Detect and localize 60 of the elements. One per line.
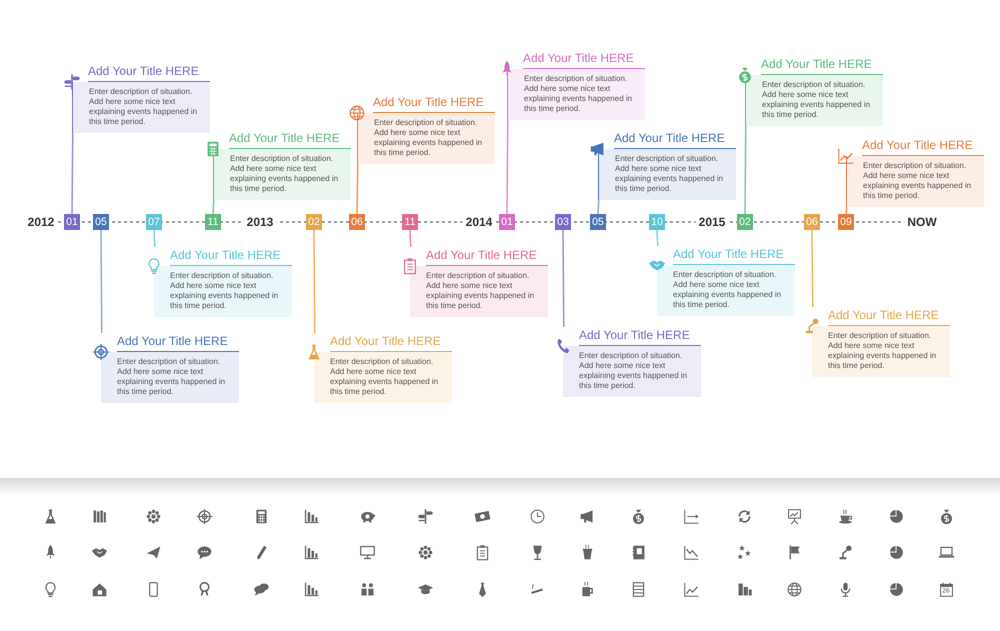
event-description: Enter description of situation. Add here some nice text explaining events happened in this time period. (598, 149, 736, 200)
event-title: Add Your Title HERE (373, 94, 495, 113)
event-title: Add Your Title HERE (117, 333, 239, 352)
year-label: 2015 (696, 215, 728, 229)
connector-line (212, 200, 214, 214)
event-title: Add Your Title HERE (229, 130, 351, 149)
event-description: Enter description of situation. Add here some nice text explaining events happened in this time period. (357, 113, 495, 164)
event-title: Add Your Title HERE (523, 50, 645, 69)
event-title: Add Your Title HERE (614, 130, 736, 149)
connector-line (71, 133, 74, 214)
month-marker: 05 (590, 214, 606, 230)
connector-line (656, 230, 658, 246)
event-description: Enter description of situation. Add here some nice text explaining events happened in this time period. (563, 346, 701, 397)
month-marker: 10 (649, 214, 665, 230)
event-description: Enter description of situation. Add here some nice text explaining events happened in this time period. (213, 149, 351, 200)
month-marker: 09 (838, 214, 854, 230)
month-marker: 11 (205, 214, 221, 230)
connector-line (811, 230, 814, 307)
event-description: Enter description of situation. Add here some nice text explaining events happened in this time period. (410, 266, 548, 317)
month-marker: 06 (349, 214, 365, 230)
connector-line (100, 230, 102, 333)
event-description: Enter description of situation. Add here some nice text explaining events happened in this time period. (72, 82, 210, 133)
connector-line (409, 230, 412, 248)
event-title: Add Your Title HERE (673, 246, 795, 265)
connector-line (356, 164, 358, 214)
event-title: Add Your Title HERE (426, 247, 548, 266)
month-marker: 05 (93, 214, 109, 230)
connector-line (744, 126, 746, 214)
event-description: Enter description of situation. Add here some nice text explaining events happened in this time period. (657, 265, 795, 316)
connector-line (153, 230, 156, 248)
event-title: Add Your Title HERE (579, 327, 701, 346)
event-description: Enter description of situation. Add here some nice text explaining events happened in this time period. (745, 75, 883, 126)
month-marker: 11 (402, 214, 418, 230)
month-marker: 01 (499, 214, 515, 230)
year-label: 2013 (244, 215, 276, 229)
event-title: Add Your Title HERE (761, 56, 883, 75)
month-marker: 02 (306, 214, 322, 230)
event-description: Enter description of situation. Add here some nice text explaining events happened in this time period. (507, 69, 645, 120)
event-title: Add Your Title HERE (88, 63, 210, 82)
month-marker: 02 (737, 214, 753, 230)
event-description: Enter description of situation. Add here some nice text explaining events happened in this time period. (101, 352, 239, 403)
month-marker: 03 (555, 214, 571, 230)
event-description: Enter description of situation. Add here some nice text explaining events happened in this time period. (812, 326, 950, 377)
event-title: Add Your Title HERE (862, 137, 984, 156)
event-description: Enter description of situation. Add here some nice text explaining events happened in this time period. (846, 156, 984, 207)
month-marker: 01 (64, 214, 80, 230)
year-label: NOW (904, 215, 940, 229)
connector-line (597, 200, 600, 214)
connector-line (845, 206, 848, 214)
connector-line (562, 230, 564, 327)
year-label: 2014 (462, 215, 496, 229)
event-title: Add Your Title HERE (828, 307, 950, 326)
month-marker: 06 (804, 214, 820, 230)
connector-line (506, 120, 508, 214)
event-title: Add Your Title HERE (330, 333, 452, 352)
event-title: Add Your Title HERE (170, 247, 292, 266)
event-description: Enter description of situation. Add here some nice text explaining events happened in this time period. (154, 266, 292, 317)
connector-line (313, 230, 316, 333)
event-description: Enter description of situation. Add here some nice text explaining events happened in this time period. (314, 352, 452, 403)
month-marker: 07 (146, 214, 162, 230)
